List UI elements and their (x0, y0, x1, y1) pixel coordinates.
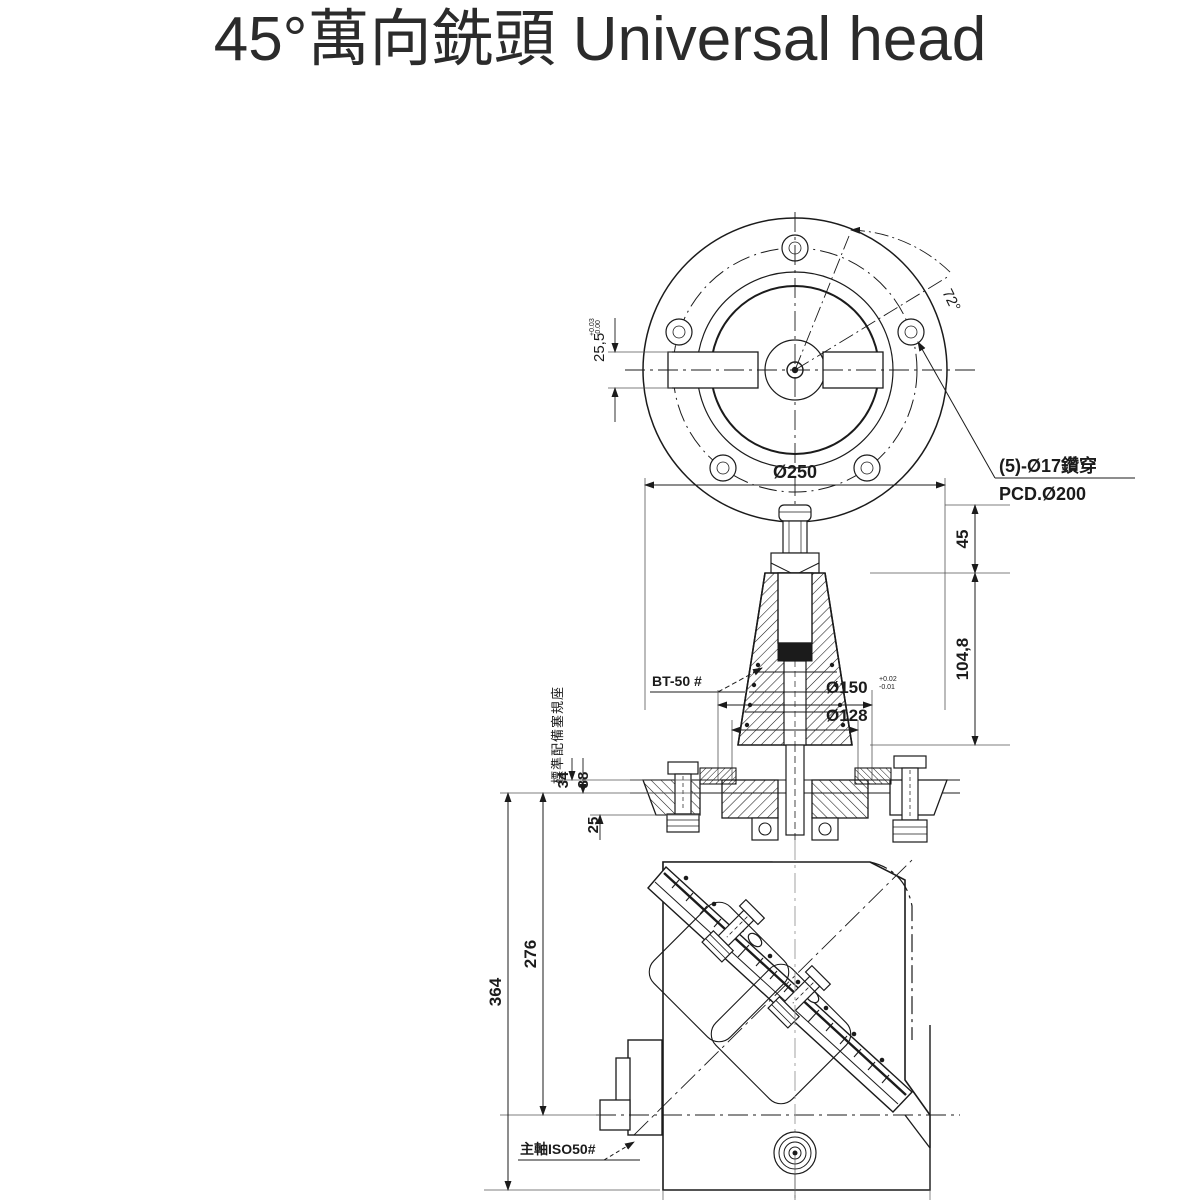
hole-callout-line1: (5)-Ø17鑽穿 (999, 455, 1097, 476)
graduation-scale-ticks (671, 879, 890, 1084)
body-chamfer-right (904, 1114, 931, 1149)
front-section-view: Ø250 (484, 462, 1010, 1200)
bolt-hole-4-inner (860, 461, 874, 475)
technical-drawing-svg: 72° 25,5 +0.03 -0.00 (5)-Ø17鑽穿 PCD.Ø200 … (484, 212, 1135, 1200)
spindle-label: 主軸ISO50# (520, 1141, 596, 1157)
body-hidden-arc (869, 861, 913, 1040)
body-pocket-upper (648, 901, 790, 1043)
angle-leader-b (794, 275, 950, 371)
body-pocket-lower (710, 963, 852, 1105)
keyway-slot-left (667, 351, 759, 389)
retention-knob (777, 642, 813, 662)
spindle-nose-circles (773, 1131, 817, 1175)
dim-150-tolerance-upper: +0.02 (879, 676, 897, 683)
dim-label-250: Ø250 (773, 462, 817, 482)
bearing-left (751, 817, 779, 841)
dim-150-tolerance-lower: -0.01 (879, 684, 895, 691)
dim-25-5-tolerance-lower: -0.00 (595, 320, 602, 336)
pull-stud-head (778, 504, 812, 522)
cap-screw-left (666, 761, 700, 833)
dim-label-38: 38 (575, 772, 592, 789)
bearing-right (811, 817, 839, 841)
taper-edge-right (824, 572, 853, 746)
dim-25-5-tolerance-upper: +0.03 (589, 318, 596, 336)
slideway-slot-1 (747, 932, 763, 948)
cap-screw-right (892, 755, 928, 843)
bolt-hole-5-inner (904, 325, 918, 339)
dim-label-128: Ø128 (826, 706, 868, 725)
bolt-hole-4 (853, 454, 881, 482)
dim-label-364: 364 (486, 977, 505, 1006)
dim-label-25: 25 (585, 817, 602, 834)
hole-callout-leader (917, 341, 996, 479)
dim-label-45: 45 (953, 530, 972, 549)
drawing-canvas: 72° 25,5 +0.03 -0.00 (5)-Ø17鑽穿 PCD.Ø200 … (0, 80, 1200, 1200)
dim-label-34: 34 (555, 771, 572, 788)
hub-shoulder-left (699, 767, 737, 785)
bt50-leader (717, 667, 763, 693)
pull-stud-shank (782, 520, 808, 554)
bearing-housing-section (630, 744, 960, 843)
angle-arc-72 (850, 226, 952, 274)
hub-shoulder-right (854, 767, 892, 785)
hub-left-block (721, 779, 779, 819)
bt50-label: BT-50 # (652, 673, 702, 689)
spindle-mount-plate (627, 1039, 663, 1136)
dim-label-150: Ø150 (826, 678, 868, 697)
angle-leader-a (794, 235, 850, 371)
bolt-hole-5 (897, 318, 925, 346)
dim-label-104-8: 104,8 (953, 638, 972, 681)
dim-label-25-5: 25,5 (591, 333, 608, 362)
slideway-band (647, 865, 913, 1113)
standard-equipment-note: 標準配備塞規座 (550, 686, 565, 784)
top-plan-view: 72° 25,5 +0.03 -0.00 (5)-Ø17鑽穿 PCD.Ø200 (589, 212, 1135, 532)
bolt-hole-3-inner (716, 461, 730, 475)
bolt-hole-2 (665, 318, 693, 346)
taper-internal-bore (777, 572, 813, 644)
angle-label-72: 72° (938, 286, 963, 314)
hub-right-block (811, 779, 869, 819)
taper-ring-grooves (745, 671, 845, 713)
dim-label-276: 276 (521, 940, 540, 968)
page-title: 45°萬向銑頭 Universal head (213, 5, 987, 74)
taper-edge-left (737, 572, 766, 746)
shank-collar (770, 552, 820, 574)
bolt-hole-3 (709, 454, 737, 482)
bolt-hole-2-inner (672, 325, 686, 339)
hole-callout-line2: PCD.Ø200 (999, 484, 1086, 504)
spindle-label-leader (603, 1141, 635, 1161)
universal-head-body (596, 840, 960, 1200)
bolt-holes-group (665, 234, 925, 482)
